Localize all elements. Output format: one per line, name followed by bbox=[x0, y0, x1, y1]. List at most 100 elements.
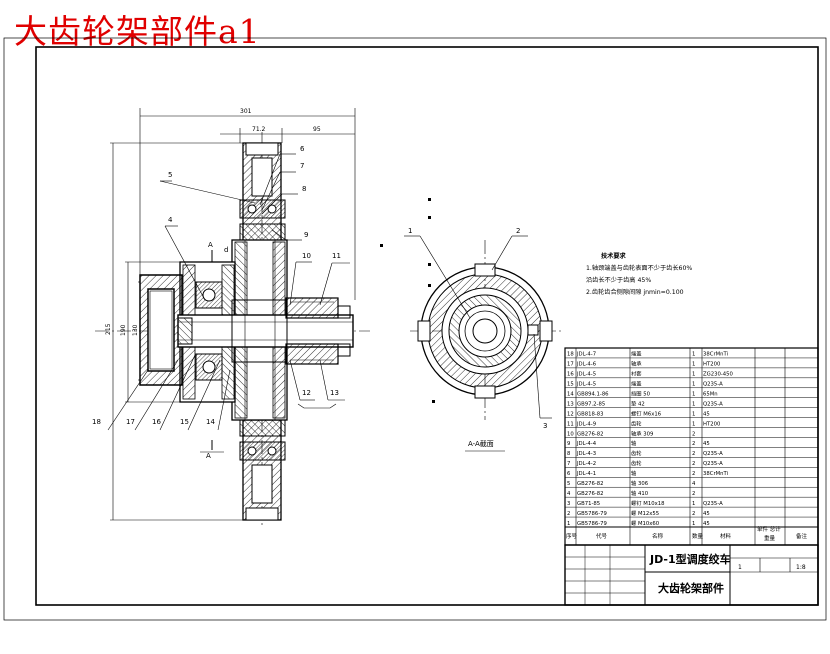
parts-cell: 1 bbox=[692, 401, 695, 407]
callout-8: 8 bbox=[302, 185, 306, 193]
section-view-title: A-A截面 bbox=[468, 439, 494, 448]
sheet-number: 1 bbox=[738, 564, 742, 571]
parts-cell: 齿轮 bbox=[631, 459, 642, 467]
dim-height-a: 215 bbox=[105, 323, 112, 335]
parts-cell: Q235-A bbox=[703, 451, 723, 457]
callout-14: 14 bbox=[206, 418, 215, 426]
parts-cell: 45 bbox=[703, 411, 710, 417]
parts-cell: GB818-83 bbox=[577, 411, 604, 417]
machine-name: JD-1型调度绞车 bbox=[649, 552, 731, 566]
parts-cell: Q235-A bbox=[703, 501, 723, 507]
main-callouts: 5 4 6 7 8 9 10 11 12 13 18 17 16 15 14 bbox=[92, 145, 341, 426]
side-callout-3: 3 bbox=[543, 422, 547, 430]
callout-13: 13 bbox=[330, 389, 339, 397]
parts-cell: GB276-82 bbox=[577, 481, 604, 487]
parts-cell: 12 bbox=[567, 411, 574, 417]
parts-cell: 18 bbox=[567, 352, 574, 358]
parts-cell: GB276-82 bbox=[577, 431, 604, 437]
dim-height-b: 190 bbox=[120, 324, 127, 336]
side-leaders bbox=[404, 235, 552, 452]
tech-title: 技术要求 bbox=[601, 252, 627, 260]
parts-cell: 1 bbox=[692, 501, 695, 507]
assembly-name: 大齿轮架部件 bbox=[658, 581, 724, 595]
parts-cell: JDL-4-5 bbox=[576, 372, 596, 378]
header-remark: 备注 bbox=[796, 532, 808, 540]
tech-line-3: 2.齿轮齿合侧隙间隙 jnmin=0.100 bbox=[586, 288, 684, 296]
parts-cell: GB276-82 bbox=[577, 491, 604, 497]
parts-cell: 轴 410 bbox=[631, 489, 649, 497]
parts-cell: 轴 bbox=[631, 439, 636, 447]
parts-cell: 轴承 bbox=[631, 360, 642, 368]
parts-cell: 16 bbox=[567, 372, 574, 378]
parts-cell: 2 bbox=[692, 431, 695, 437]
parts-cell: 衬套 bbox=[631, 370, 642, 378]
cut-label-top: A bbox=[208, 241, 213, 249]
parts-cell: HT200 bbox=[703, 362, 721, 368]
parts-cell: ZG230-450 bbox=[703, 372, 733, 378]
parts-cell: 15 bbox=[567, 382, 574, 388]
parts-cell: 2 bbox=[692, 471, 695, 477]
parts-cell: 7 bbox=[567, 461, 570, 467]
parts-cell: JDL-4-9 bbox=[576, 421, 596, 427]
header-material: 材料 bbox=[720, 532, 732, 540]
callout-7: 7 bbox=[300, 162, 304, 170]
drawing-scale: 1:8 bbox=[796, 564, 806, 571]
main-section-view bbox=[95, 132, 370, 528]
parts-cell: 挡圈 50 bbox=[631, 390, 651, 398]
parts-cell: 9 bbox=[567, 441, 570, 447]
tech-line-1: 1.轴颈端盖与齿轮表面不少于齿长60% bbox=[586, 264, 692, 272]
parts-cell: 2 bbox=[567, 511, 570, 517]
parts-cell: JDL-4-5 bbox=[576, 382, 596, 388]
parts-cell: JDL-4-7 bbox=[576, 352, 596, 358]
parts-cell: GB894.1-86 bbox=[577, 392, 609, 398]
parts-cell: 轴 bbox=[631, 469, 636, 477]
parts-list-header: 序号 代号 名称 数量 材料 单件 总计 重量 备注 bbox=[566, 525, 808, 542]
parts-cell: 1 bbox=[692, 372, 695, 378]
callout-11: 11 bbox=[332, 252, 341, 260]
parts-cell: 10 bbox=[567, 431, 574, 437]
title-block-grid bbox=[564, 544, 819, 606]
callout-16: 16 bbox=[152, 418, 161, 426]
parts-cell: 2 bbox=[692, 511, 695, 517]
header-unit-total: 单件 总计 bbox=[757, 525, 781, 533]
parts-cell: 1 bbox=[692, 392, 695, 398]
parts-cell: 14 bbox=[567, 392, 574, 398]
parts-cell: GB97.2-85 bbox=[577, 401, 605, 407]
parts-cell: 端盖 bbox=[631, 350, 642, 358]
callout-5: 5 bbox=[168, 171, 172, 179]
callout-15: 15 bbox=[180, 418, 189, 426]
parts-cell: 1 bbox=[692, 362, 695, 368]
side-callout-2: 2 bbox=[516, 227, 520, 235]
parts-cell: GB5786-79 bbox=[577, 511, 607, 517]
dim-overall-width: 301 bbox=[240, 108, 252, 115]
dim-right-part: 95 bbox=[313, 126, 321, 133]
parts-cell: 1 bbox=[567, 521, 570, 527]
parts-cell: 45 bbox=[703, 511, 710, 517]
callout-18: 18 bbox=[92, 418, 101, 426]
parts-cell: GB5786-79 bbox=[577, 521, 607, 527]
parts-cell: 17 bbox=[567, 362, 574, 368]
parts-cell: 2 bbox=[692, 441, 695, 447]
parts-cell: 1 bbox=[692, 352, 695, 358]
inner-frame bbox=[35, 46, 819, 606]
parts-cell: 3 bbox=[567, 501, 570, 507]
parts-cell: 2 bbox=[692, 451, 695, 457]
dim-height-c: 130 bbox=[132, 324, 139, 336]
parts-cell: 5 bbox=[567, 481, 570, 487]
parts-cell: JDL-4-2 bbox=[576, 461, 596, 467]
callout-10: 10 bbox=[302, 252, 311, 260]
parts-cell: 4 bbox=[692, 481, 696, 487]
parts-cell: 1 bbox=[692, 382, 695, 388]
parts-cell: JDL-4-1 bbox=[576, 471, 596, 477]
parts-cell: 38CrMnTi bbox=[703, 471, 728, 477]
parts-cell: 齿轮 bbox=[631, 419, 642, 427]
parts-cell: 1 bbox=[692, 521, 695, 527]
dimension-texts: 301 71.2 95 215 190 130 bbox=[105, 108, 321, 336]
side-callout-1: 1 bbox=[408, 227, 412, 235]
parts-cell: JDL-4-6 bbox=[576, 362, 597, 368]
parts-cell: 轴承 309 bbox=[631, 429, 653, 437]
tech-requirements: 技术要求 1.轴颈端盖与齿轮表面不少于齿长60% 沿齿长不少于齿高 45% 2.… bbox=[586, 252, 692, 296]
parts-cell: 13 bbox=[567, 401, 574, 407]
parts-cell: 45 bbox=[703, 441, 710, 447]
